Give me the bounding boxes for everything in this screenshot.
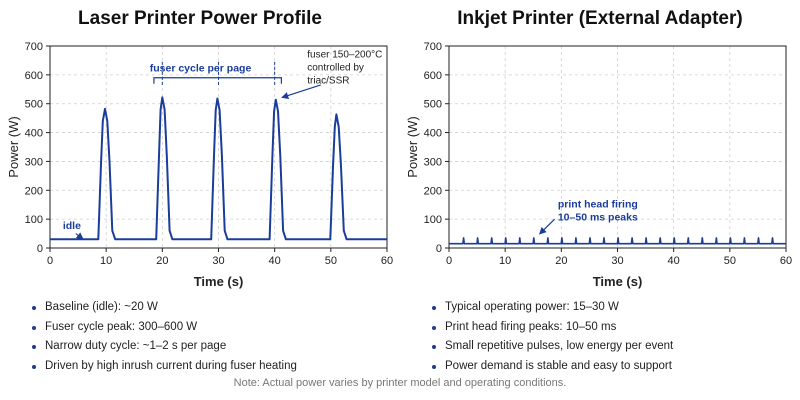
- chart-title: Inkjet Printer (External Adapter): [457, 8, 743, 29]
- y-tick-label: 100: [424, 214, 442, 226]
- y-tick-label: 600: [424, 70, 442, 82]
- x-tick-label: 40: [269, 255, 281, 267]
- laser-bullet-list: Baseline (idle): ~20 W Fuser cycle peak:…: [30, 298, 297, 376]
- fuser-cycle-bracket: [153, 77, 283, 84]
- print-head-firing-label: print head firing: [558, 199, 638, 211]
- x-tick-label: 10: [100, 255, 112, 267]
- list-item: Print head firing peaks: 10–50 ms: [430, 318, 673, 338]
- fuser-note-label: fuser 150–200°C: [307, 50, 382, 61]
- y-tick-label: 300: [25, 156, 43, 168]
- y-tick-label: 300: [424, 156, 442, 168]
- y-tick-label: 100: [25, 214, 43, 226]
- list-item: Small repetitive pulses, low energy per …: [430, 337, 673, 357]
- fuser-note-arrow: [281, 84, 321, 100]
- list-item: Driven by high inrush current during fus…: [30, 357, 297, 377]
- x-tick-label: 30: [611, 255, 623, 267]
- inkjet-chart-panel: Inkjet Printer (External Adapter) 0 10 20 3…: [400, 0, 800, 372]
- y-tick-label: 0: [436, 243, 442, 255]
- list-item: Narrow duty cycle: ~1–2 s per page: [30, 337, 297, 357]
- chart-title: Laser Printer Power Profile: [78, 8, 322, 29]
- x-axis-label: Time (s): [194, 274, 244, 289]
- x-tick-label: 30: [212, 255, 224, 267]
- y-tick-label: 400: [25, 128, 43, 140]
- y-tick-label: 600: [25, 70, 43, 82]
- list-item: Power demand is stable and easy to suppo…: [430, 357, 673, 377]
- x-tick-label: 20: [555, 255, 567, 267]
- print-head-firing-label: 10–50 ms peaks: [558, 212, 638, 224]
- list-item: Typical operating power: 15–30 W: [430, 298, 673, 318]
- inkjet-bullet-list: Typical operating power: 15–30 W Print h…: [430, 298, 673, 376]
- list-item: Fuser cycle peak: 300–600 W: [30, 318, 297, 338]
- x-axis-label: Time (s): [593, 274, 643, 289]
- x-tick-label: 60: [381, 255, 393, 267]
- laser-chart-panel: Laser Printer Power Profile 0 10 20 30 40 50 6…: [0, 0, 400, 372]
- power-series-line: [50, 96, 387, 241]
- x-tick-label: 50: [325, 255, 337, 267]
- x-tick-label: 20: [156, 255, 168, 267]
- power-series-line: [449, 237, 786, 245]
- x-tick-label: 60: [780, 255, 792, 267]
- fuser-cycle-label: fuser cycle per page: [150, 62, 252, 74]
- list-item: Baseline (idle): ~20 W: [30, 298, 297, 318]
- y-tick-label: 500: [424, 99, 442, 111]
- fuser-note-label: controlled by: [307, 63, 364, 74]
- fuser-note-label: triac/SSR: [307, 76, 349, 87]
- y-axis-label: Power (W): [6, 116, 21, 177]
- y-tick-label: 200: [25, 185, 43, 197]
- y-tick-label: 500: [25, 99, 43, 111]
- x-tick-label: 50: [724, 255, 736, 267]
- x-tick-label: 10: [499, 255, 511, 267]
- y-tick-label: 400: [424, 128, 442, 140]
- x-tick-label: 40: [668, 255, 680, 267]
- x-tick-label: 0: [47, 255, 53, 267]
- firing-arrow: [538, 218, 556, 235]
- y-tick-label: 700: [424, 41, 442, 53]
- y-tick-label: 200: [424, 185, 442, 197]
- y-tick-label: 700: [25, 41, 43, 53]
- y-tick-label: 0: [37, 243, 43, 255]
- y-axis-label: Power (W): [405, 116, 420, 177]
- idle-annotation: idle: [63, 220, 81, 232]
- footnote: Note: Actual power varies by printer mod…: [233, 377, 567, 389]
- x-tick-label: 0: [446, 255, 452, 267]
- idle-arrow: [75, 232, 84, 240]
